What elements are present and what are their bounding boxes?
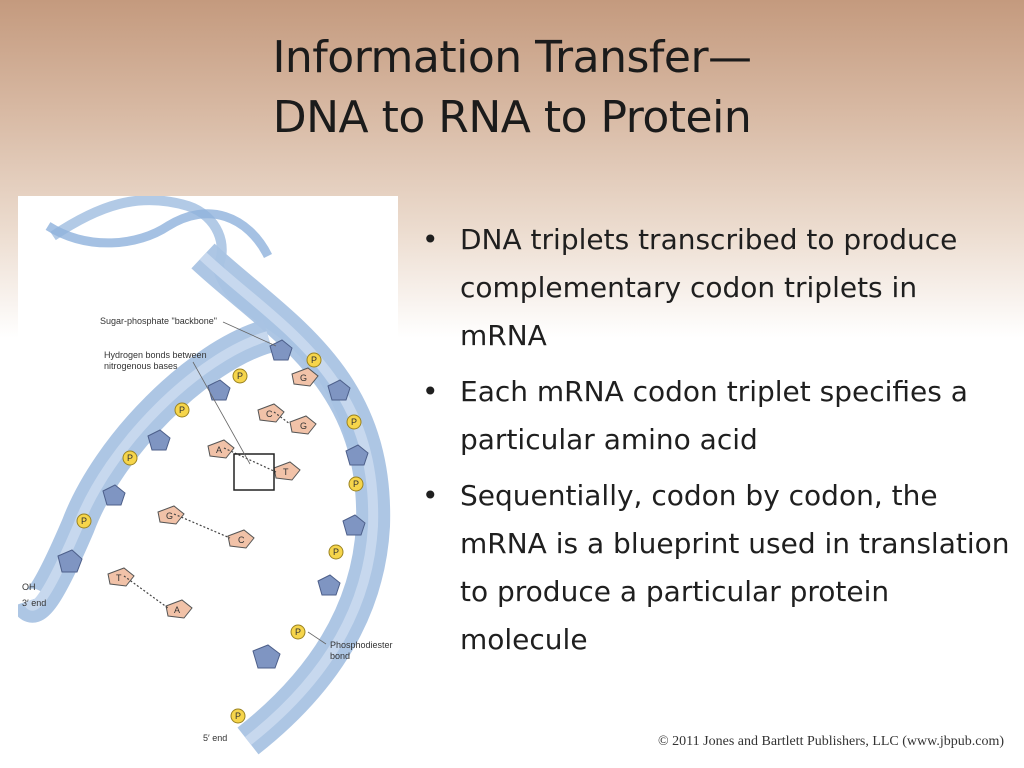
phosphate-label: P [295,627,301,637]
oh-label: OH [22,582,36,592]
base-label: T [283,467,289,477]
base-label: T [116,573,122,583]
base-label: G [166,511,173,521]
base-label: C [266,409,273,419]
phosphate-label: P [81,516,87,526]
phosphate-label: P [333,547,339,557]
slide-title: Information Transfer— DNA to RNA to Prot… [0,28,1024,148]
title-line-1: Information Transfer— [272,32,752,83]
bullet-item: • Sequentially, codon by codon, the mRNA… [420,472,1010,664]
base-label: G [300,373,307,383]
bullet-text: DNA triplets transcribed to produce comp… [460,223,958,352]
phosphodiester-label-line-2: bond [330,651,350,661]
bullet-item: • Each mRNA codon triplet specifies a pa… [420,368,1010,464]
five-prime-end-label: 5′ end [203,733,227,743]
base-label: A [216,445,222,455]
backbone-label: Sugar-phosphate "backbone" [100,316,217,326]
phosphodiester-label-line-1: Phosphodiester [330,640,393,650]
phosphate-label: P [179,405,185,415]
bullet-list: • DNA triplets transcribed to produce co… [420,216,1010,672]
phosphate-label: P [311,355,317,365]
base-label: A [174,605,180,615]
title-line-2: DNA to RNA to Protein [272,92,752,143]
dna-structure-figure: G C G A T G C T A [18,196,398,756]
bullet-icon: • [422,375,439,408]
bullet-icon: • [422,479,439,512]
dna-diagram: G C G A T G C T A [18,196,398,756]
bullet-item: • DNA triplets transcribed to produce co… [420,216,1010,360]
bullet-text: Each mRNA codon triplet specifies a part… [460,375,968,456]
phosphate-label: P [351,417,357,427]
phosphate-label: P [353,479,359,489]
copyright-notice: © 2011 Jones and Bartlett Publishers, LL… [658,734,1004,749]
base-label: C [238,535,245,545]
phosphate-label: P [237,371,243,381]
phosphate-label: P [127,453,133,463]
bullet-text: Sequentially, codon by codon, the mRNA i… [460,479,1010,656]
bullet-icon: • [422,223,439,256]
base-label: G [300,421,307,431]
phosphate-label: P [235,711,241,721]
three-prime-end-label: 3′ end [22,598,46,608]
hydrogen-bonds-label-line-1: Hydrogen bonds between [104,350,207,360]
hydrogen-bonds-label-line-2: nitrogenous bases [104,361,178,371]
